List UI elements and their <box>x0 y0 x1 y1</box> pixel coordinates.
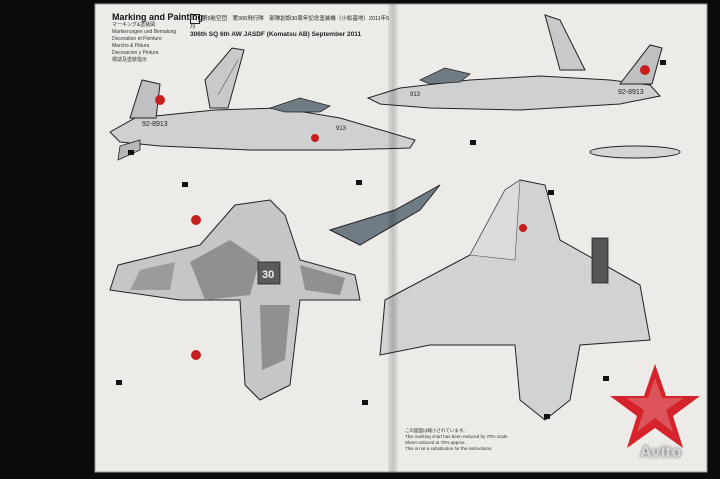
anniversary-number: 30 <box>262 269 274 281</box>
version-chip: D <box>190 14 200 24</box>
header-title: Marking and Painting <box>112 12 204 22</box>
side-view-left: 92-8913 913 <box>109 79 416 161</box>
underside-view <box>379 179 651 421</box>
side-view-right: 913 92-8913 <box>366 44 681 159</box>
side-tail-number-left: 913 <box>336 126 347 132</box>
header-line-2: Markierungen und Bemalung <box>112 29 177 35</box>
side-serial-left: 92-8913 <box>142 121 168 128</box>
paper-sheet <box>95 4 707 472</box>
red-star-watermark <box>610 364 700 448</box>
nose-section <box>328 184 441 246</box>
header-line-6: 標誌及塗裝指示 <box>112 57 148 63</box>
reference-number-tags <box>116 60 666 419</box>
page-fold <box>388 4 398 472</box>
header-line-5: Decoracion y Pintura <box>112 50 159 56</box>
top-view-camo: 30 <box>109 199 361 401</box>
header-line-4: Marcho & Pittura <box>112 43 150 49</box>
header-line-3: Decoration et Peinture <box>112 36 162 42</box>
avito-watermark-text: Avito <box>640 444 682 461</box>
scale-footnote: この図面は縮小されています。 This marking chart has be… <box>405 428 509 451</box>
header-line-1: マーキング&塗装図 <box>112 22 156 28</box>
tail-fin-illustration-right <box>544 14 586 71</box>
side-tail-number-right: 913 <box>410 92 421 98</box>
caption-en: 306th SQ 6th AW JASDF (Komatsu AB) Septe… <box>190 31 362 38</box>
marking-header: Marking and Painting マーキング&塗装図 Markierun… <box>112 12 222 64</box>
side-serial-right: 92-8913 <box>618 89 644 96</box>
tail-fin-illustration-left <box>204 47 245 109</box>
